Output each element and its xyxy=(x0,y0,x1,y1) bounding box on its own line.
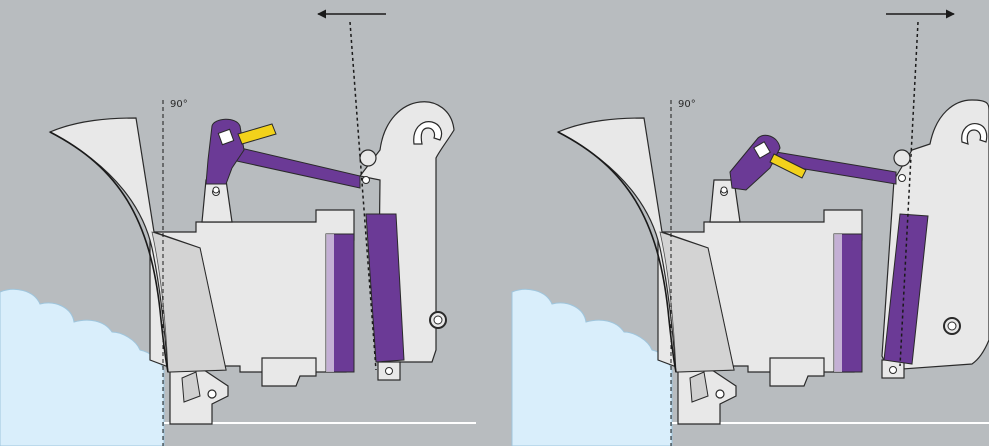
support-tab xyxy=(201,179,233,223)
right-panel: 90° xyxy=(511,9,989,446)
blade-face xyxy=(659,231,735,373)
skid-foot xyxy=(169,369,229,425)
linkage-end-bolt xyxy=(362,176,370,184)
yellow-handle xyxy=(237,123,277,145)
lower-bracket xyxy=(769,357,825,387)
linkage-arm xyxy=(231,145,361,189)
hook xyxy=(961,123,988,145)
pivot-upper xyxy=(359,149,377,167)
bottom-lug-bolt xyxy=(889,366,897,374)
bottom-lug-bolt xyxy=(385,367,393,375)
skid-bolt xyxy=(207,389,217,399)
linkage-bolt xyxy=(720,186,728,194)
tilt-line xyxy=(349,21,377,371)
angle-label: 90° xyxy=(678,99,696,110)
blade-face xyxy=(151,231,227,373)
snow-cloud xyxy=(0,288,165,446)
skid-bolt xyxy=(715,389,725,399)
lower-bracket xyxy=(261,357,317,387)
linkage-bolt xyxy=(212,186,220,194)
plate-hole-inner xyxy=(433,315,443,325)
snow-cloud xyxy=(511,288,673,446)
handle-square xyxy=(753,141,771,159)
blade-curve xyxy=(557,131,677,373)
skid-plate xyxy=(689,371,709,403)
hook xyxy=(413,121,443,145)
purple-cylinder-right xyxy=(883,213,929,365)
blade-curve xyxy=(49,131,169,373)
linkage-end-bolt xyxy=(898,174,906,182)
skid-foot xyxy=(677,369,737,425)
plate-hole-inner xyxy=(947,321,957,331)
handle-block xyxy=(205,118,245,185)
skid-plate xyxy=(181,371,201,403)
pivot-upper xyxy=(893,149,911,167)
angle-label: 90° xyxy=(170,99,188,110)
left-panel: 90° xyxy=(0,9,476,446)
purple-cylinder-right xyxy=(365,213,405,363)
yellow-handle xyxy=(769,153,807,179)
purple-cylinder-left-face xyxy=(326,234,334,372)
purple-cylinder-left-face xyxy=(834,234,842,372)
handle-square xyxy=(217,128,235,146)
